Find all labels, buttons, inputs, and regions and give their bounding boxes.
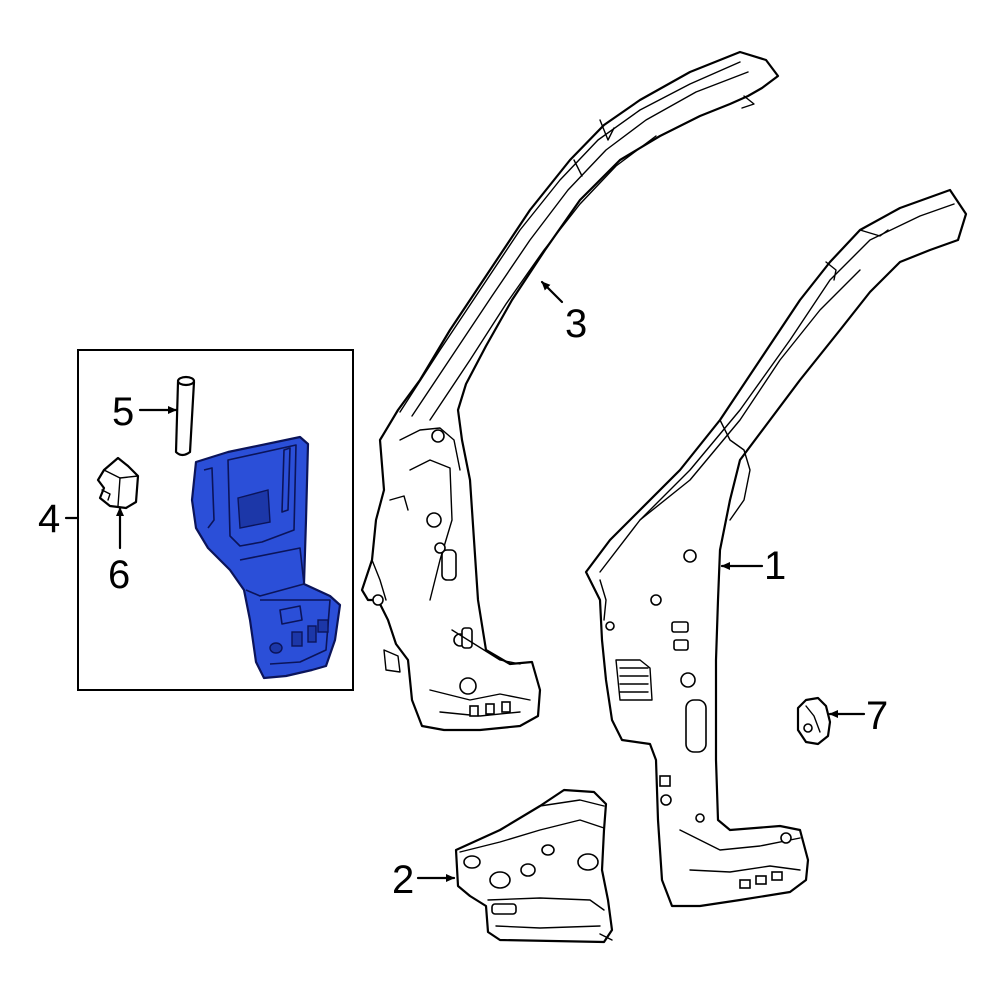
callout-1: 1 [764, 544, 786, 588]
part-7-clip[interactable] [796, 696, 832, 746]
callout-3: 3 [565, 302, 587, 346]
callout-6: 6 [108, 553, 130, 597]
part-1-inner-pillar[interactable] [584, 188, 968, 908]
part-2-bracket[interactable] [454, 788, 614, 944]
callout-2: 2 [392, 858, 414, 902]
callout-4: 4 [38, 497, 60, 541]
callout-7: 7 [866, 694, 888, 738]
inset-box [77, 349, 354, 691]
callout-5: 5 [112, 390, 134, 434]
part-6-clip[interactable] [96, 456, 140, 510]
leader-lines [64, 280, 866, 882]
part-5-pin[interactable] [174, 375, 196, 457]
part-4-reinforcement-highlighted[interactable] [190, 435, 342, 680]
part-3-pillar[interactable] [360, 50, 780, 732]
